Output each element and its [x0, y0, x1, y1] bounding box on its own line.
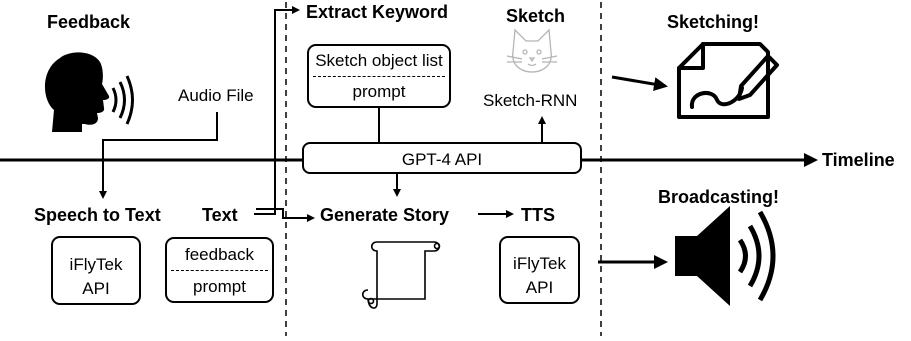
- gpt4-api-box: GPT-4 API: [302, 142, 582, 174]
- iflytek-asr-line2: API: [82, 279, 110, 298]
- feedback-prompt-text: prompt: [193, 277, 246, 296]
- iflytek-asr-line1: iFlyTek: [69, 255, 123, 274]
- sketch-rnn-label: Sketch-RNN: [483, 91, 578, 110]
- iflytek-tts-box: iFlyTek API: [499, 236, 580, 304]
- audio-to-speech-arrow: [99, 112, 218, 199]
- speaking-head-icon: [44, 52, 134, 132]
- text-to-generate-arrow: [256, 208, 315, 222]
- feedback-prompt-box: feedback prompt: [165, 237, 274, 303]
- generate-story-label: Generate Story: [320, 205, 450, 225]
- sketch-label: Sketch: [506, 6, 566, 26]
- sketch-prompt-box: Sketch object list prompt: [307, 44, 451, 108]
- extract-keyword-label: Extract Keyword: [306, 2, 449, 22]
- iflytek-tts-line2: API: [525, 278, 554, 297]
- cat-sketch-icon: [506, 28, 558, 73]
- text-label: Text: [202, 205, 238, 225]
- gpt4-api-label: GPT-4 API: [401, 150, 483, 169]
- speech-to-text-label: Speech to Text: [34, 205, 161, 225]
- sketch-pencil-icon: [677, 42, 779, 119]
- sketch-prompt-text: prompt: [352, 82, 406, 101]
- sketchrnn-to-sketching-arrow: [611, 75, 668, 92]
- box-divider: [171, 270, 268, 271]
- iflytek-tts-line1: iFlyTek: [513, 254, 566, 273]
- tts-label: TTS: [521, 205, 555, 225]
- box-divider: [313, 76, 445, 77]
- scroll-icon: [361, 241, 441, 309]
- feedback-text: feedback: [185, 245, 254, 264]
- iflytek-asr-box: iFlyTek API: [51, 236, 141, 305]
- text-to-keyword-arrow: [254, 6, 300, 215]
- sketching-label: Sketching!: [667, 12, 760, 32]
- audio-file-label: Audio File: [178, 86, 254, 105]
- speaker-icon: [675, 206, 776, 306]
- sketch-object-list-text: Sketch object list: [315, 51, 443, 70]
- feedback-label: Feedback: [47, 12, 131, 32]
- broadcasting-label: Broadcasting!: [658, 187, 780, 207]
- timeline-label: Timeline: [822, 150, 895, 170]
